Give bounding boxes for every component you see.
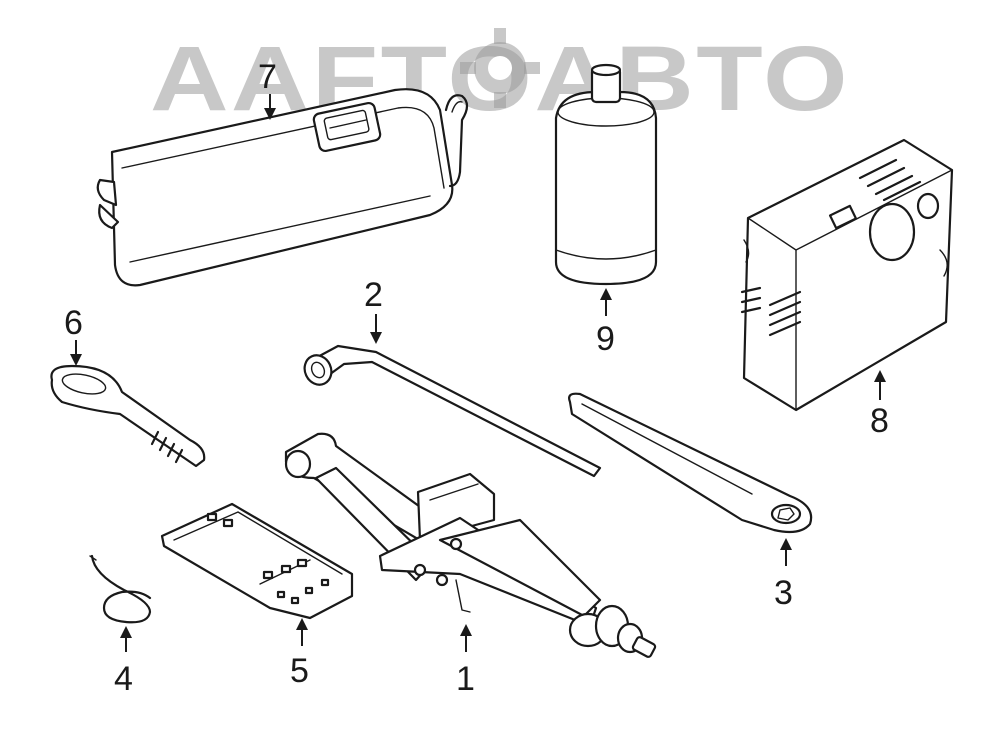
scissor-jack: [284, 432, 657, 658]
leader-7: [264, 94, 276, 120]
callout-1: 1: [456, 660, 475, 698]
leader-2: [370, 314, 382, 344]
leader-6: [70, 340, 82, 366]
lug-wrench: [303, 344, 602, 478]
callout-4: 4: [114, 660, 133, 698]
callout-2: 2: [364, 276, 383, 314]
callout-3: 3: [774, 574, 793, 612]
leader-3: [780, 538, 792, 566]
leader-9: [600, 288, 612, 316]
air-compressor: [740, 138, 954, 412]
callout-7: 7: [258, 58, 277, 96]
callout-5: 5: [290, 652, 309, 690]
gear-logo-icon: [460, 28, 540, 108]
callout-9: 9: [596, 320, 615, 358]
callout-8: 8: [870, 402, 889, 440]
callout-labels: 7 9 8 2 6 3 1 5 4: [64, 58, 889, 698]
wire-clip: [89, 554, 152, 624]
watermark: AAFTOABTO: [150, 28, 848, 130]
tow-eye: [50, 364, 206, 468]
leader-1: [460, 624, 472, 652]
leader-5: [296, 618, 308, 646]
callout-6: 6: [64, 304, 83, 342]
leader-lines: [70, 94, 886, 652]
mounting-bracket: [160, 502, 354, 620]
leader-8: [874, 370, 886, 400]
sealant-bottle: [554, 63, 658, 286]
tool-case: [96, 88, 469, 287]
jack-handle: [568, 392, 813, 534]
leader-4: [120, 626, 132, 652]
